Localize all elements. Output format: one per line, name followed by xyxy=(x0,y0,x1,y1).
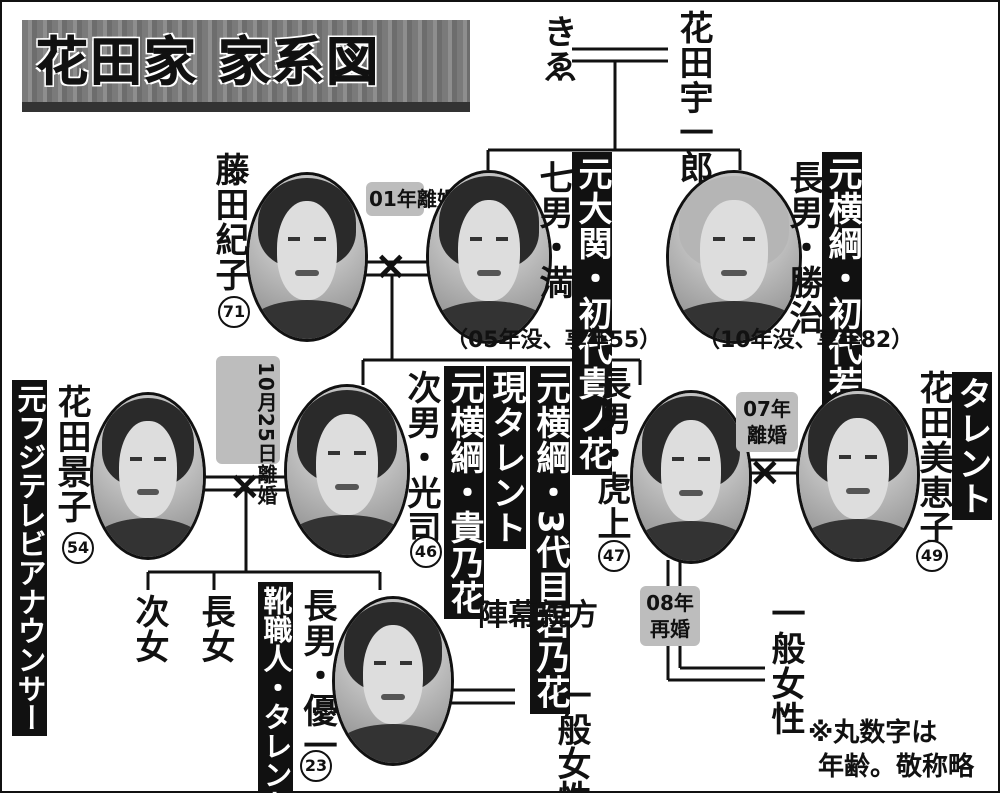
diagram-title: 花田家 家系図 xyxy=(22,20,470,112)
footnote-line-2: 年齢。敬称略 xyxy=(818,752,975,782)
photo-mieko xyxy=(796,388,920,562)
age-keiko: 54 xyxy=(62,532,94,564)
footnote-line-1: ※丸数字は xyxy=(808,718,938,748)
divorce-cross-1: × xyxy=(374,243,408,289)
photo-koji xyxy=(284,384,410,558)
name-uichiro: 花田宇一郎 xyxy=(673,10,713,185)
age-mieko: 49 xyxy=(916,540,948,572)
age-noriko: 71 xyxy=(218,296,250,328)
title-band xyxy=(22,20,470,112)
photo-masaru xyxy=(630,390,752,564)
name-masaru: 長男・虎上 xyxy=(591,366,631,541)
name-jijo: 次女 xyxy=(129,594,169,664)
age-yuichi: 23 xyxy=(300,750,332,782)
divorce-cross-3: × xyxy=(748,449,782,495)
age-masaru: 47 xyxy=(598,540,630,572)
divorce-cross-2: × xyxy=(228,463,262,509)
role1-masaru: 元横綱・3代目若乃花 xyxy=(530,366,570,714)
photo-yuichi xyxy=(332,596,454,766)
name-ippan-josei-2: 一般女性 xyxy=(765,596,805,736)
photo-katsuji xyxy=(666,170,802,344)
title-text: 花田家 家系図 xyxy=(36,32,381,94)
role-mieko: タレント xyxy=(952,372,992,520)
name-mieko: 花田美恵子 xyxy=(913,370,953,545)
note-mitsuru: （05年没、享年55） xyxy=(446,328,662,353)
role-mitsuru: 元大関・初代貴ノ花 xyxy=(572,152,612,475)
role2-masaru: 現タレント xyxy=(486,366,526,549)
name-yuichi: 長男・優一 xyxy=(297,588,337,763)
role-keiko: 元フジテレビアナウンサー xyxy=(12,380,47,736)
photo-keiko xyxy=(90,392,206,560)
name-kie: きゑ xyxy=(537,14,577,84)
label-divorce-1025: 10月25日離婚 xyxy=(216,356,280,506)
label-divorce-07: 07年離婚 xyxy=(736,392,798,452)
label-divorce-1025-text: 10月25日離婚 xyxy=(254,362,278,506)
note-katsuji: （10年没、享年82） xyxy=(698,328,914,353)
name-jinmaku: 陣幕親方 xyxy=(478,598,598,633)
name-katsuji: 長男・勝治 xyxy=(783,160,823,335)
label-divorce-01: 01年離婚 xyxy=(366,182,457,216)
age-koji: 46 xyxy=(410,536,442,568)
name-mitsuru: 七男・満 xyxy=(533,160,573,300)
name-ippan-josei-1: 一般女性 xyxy=(551,678,591,793)
photo-mitsuru xyxy=(426,170,552,344)
role-koji: 元横綱・貴乃花 xyxy=(444,366,484,619)
photo-noriko xyxy=(246,172,368,342)
name-noriko: 藤田紀子 xyxy=(209,152,249,292)
name-chojo: 長女 xyxy=(195,594,235,664)
name-keiko: 花田景子 xyxy=(51,384,91,524)
label-remarry-08: 08年再婚 xyxy=(640,586,700,646)
role-yuichi: 靴職人・タレント xyxy=(258,582,293,793)
name-koji: 次男・光司 xyxy=(401,370,441,545)
